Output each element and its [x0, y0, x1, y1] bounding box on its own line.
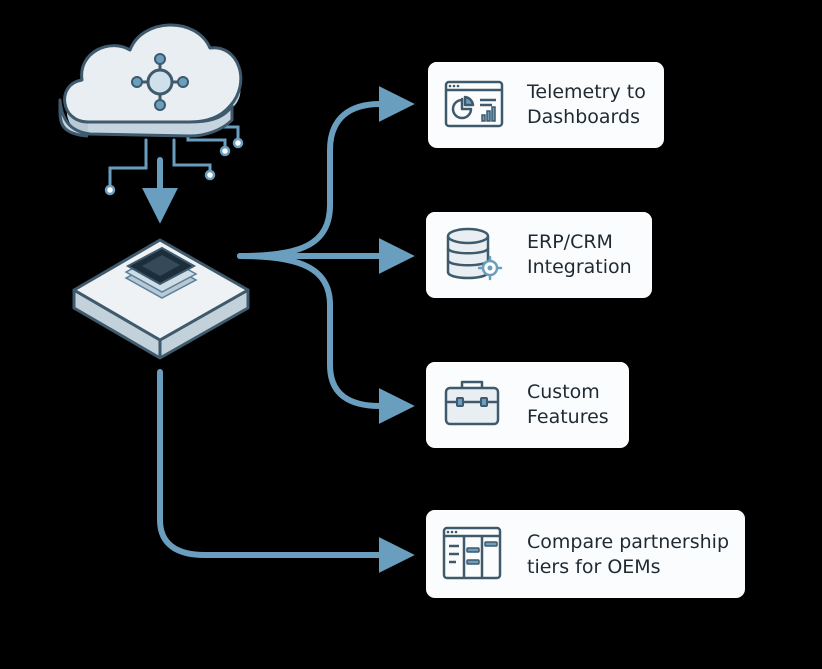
edge-device-icon — [72, 238, 250, 360]
cloud-hub-icon — [58, 23, 244, 196]
card-label-line: Dashboards — [527, 106, 640, 128]
card-label: Compare partnership tiers for OEMs — [527, 530, 729, 580]
card-telemetry: Telemetry to Dashboards — [428, 62, 664, 148]
arrow-device-to-compare — [157, 369, 415, 573]
connectors — [142, 86, 415, 573]
card-label: Telemetry to Dashboards — [527, 80, 646, 130]
card-label-line: ERP/CRM — [527, 231, 613, 253]
card-label-line: Custom — [527, 381, 600, 403]
card-label-line: tiers for OEMs — [527, 556, 661, 578]
database-icon — [446, 227, 503, 281]
card-erp: ERP/CRM Integration — [426, 212, 652, 298]
card-compare: Compare partnership tiers for OEMs — [426, 510, 745, 598]
card-label-line: Features — [527, 406, 609, 428]
card-label: ERP/CRM Integration — [527, 230, 632, 280]
card-label-line: Compare partnership — [527, 531, 730, 553]
toolbox-icon — [444, 380, 500, 426]
arrow-device-to-custom — [237, 253, 415, 424]
card-custom: Custom Features — [426, 362, 629, 448]
card-label: Custom Features — [527, 380, 609, 430]
board-icon — [442, 526, 502, 580]
arrow-device-to-telemetry — [237, 86, 415, 259]
dashboard-icon — [444, 80, 504, 128]
card-label-line: Integration — [527, 256, 632, 278]
card-label-line: Telemetry to — [527, 81, 646, 103]
